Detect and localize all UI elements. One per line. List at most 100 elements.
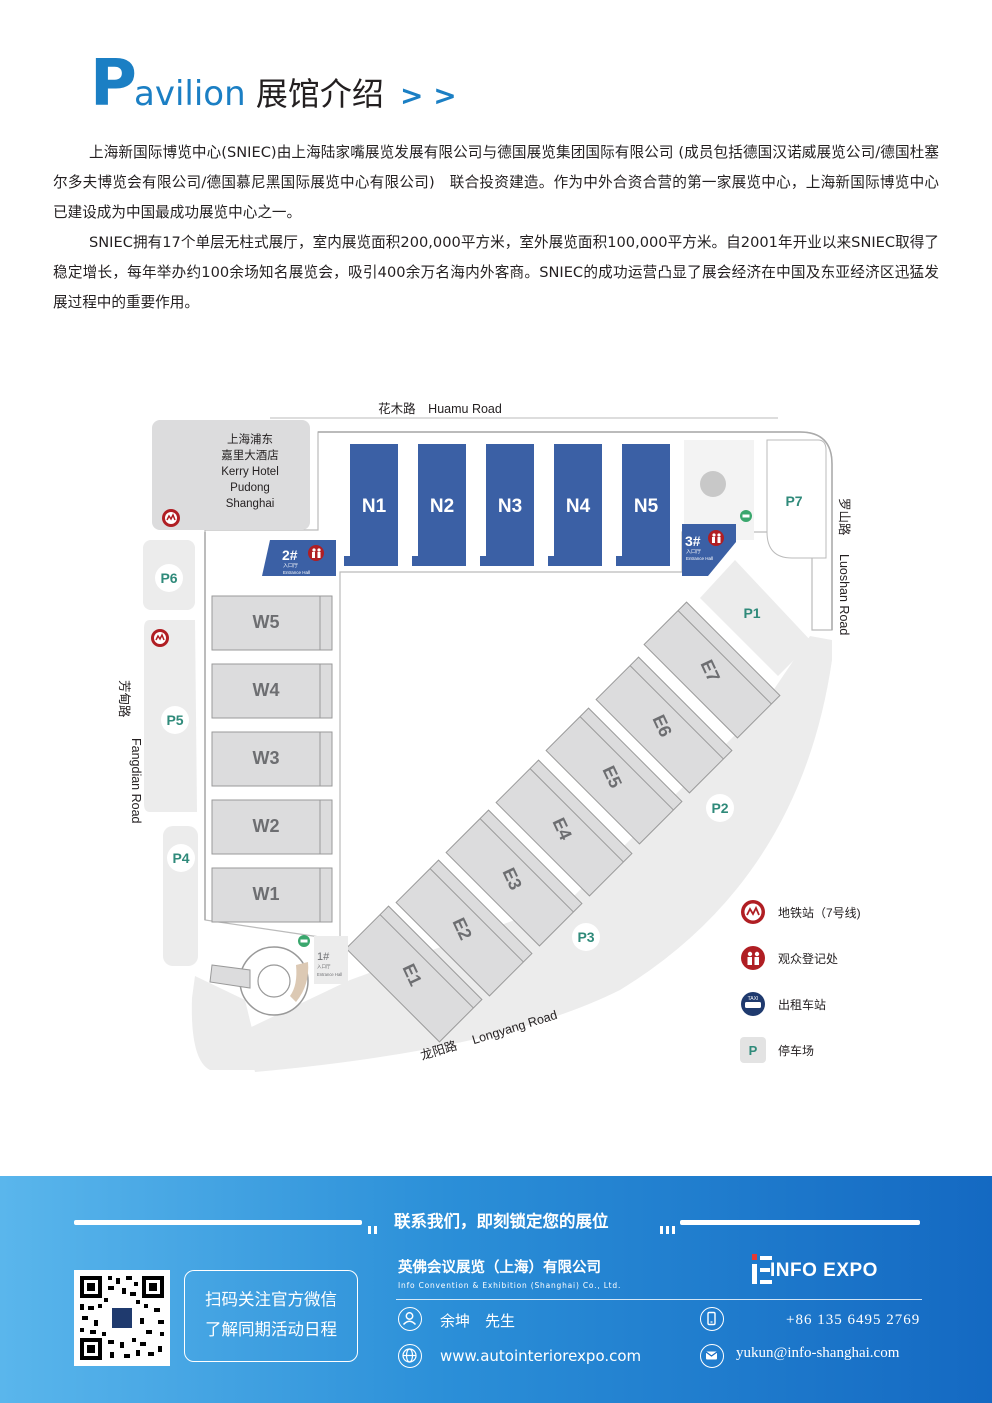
hall-w2-label: W2: [253, 816, 280, 836]
road-east-cn-label: 罗山路: [837, 498, 852, 536]
company-name-en: Info Convention & Exhibition (Shanghai) …: [398, 1281, 622, 1290]
hall-w4: [211, 663, 333, 719]
parking-p7-area: [766, 439, 827, 559]
entrance-1-en: Entrance Hall: [317, 972, 342, 977]
road-west-en-label: Fangdian Road: [129, 738, 143, 824]
hall-n3-label: N3: [498, 496, 522, 517]
intro-paragraph-2: SNIEC拥有17个单层无柱式展厅，室内展览面积200,000平方米，室外展览面…: [53, 234, 939, 311]
metro-icon: [741, 900, 765, 924]
entrance-3-number: 3#: [685, 533, 701, 549]
parking-labels: P1 P2 P3 P4 P5 P6 P7: [155, 493, 803, 951]
hall-w2: [211, 799, 333, 855]
hall-w5-label: W5: [253, 612, 280, 632]
hall-n2-label: N2: [430, 496, 454, 517]
entrance-2-cn: 入口厅: [283, 563, 298, 569]
east-halls: E7 E6 E5 E4 E3 E2 E1: [345, 601, 781, 1043]
entrance-1-number: 1#: [317, 951, 330, 963]
venue-map-svg: 上海浦东 嘉里大酒店 Kerry Hotel Pudong Shanghai N…: [117, 401, 861, 1072]
qr-note: 扫码关注官方微信 了解同期活动日程: [184, 1270, 358, 1362]
intro-text: 上海新国际博览中心(SNIEC)由上海陆家嘴展览发展有限公司与德国展览集团国际有…: [53, 138, 939, 318]
parking-icon: P: [740, 1037, 766, 1063]
divider-dots: [660, 1219, 678, 1238]
legend-parking-label: 停车场: [778, 1043, 814, 1058]
footer-slogan: 联系我们，即刻锁定您的展位: [394, 1212, 609, 1231]
venue-map: 上海浦东 嘉里大酒店 Kerry Hotel Pudong Shanghai N…: [0, 380, 992, 1100]
road-west-cn-label: 芳甸路: [117, 680, 132, 718]
hall-w4-label: W4: [253, 680, 280, 700]
north-halls: N1 N2 N3 N4 N5: [344, 444, 670, 566]
email-address[interactable]: yukun@info-shanghai.com: [736, 1345, 900, 1361]
hall-n2: [412, 444, 466, 566]
hall-n1: [344, 444, 398, 566]
hotel-line-1: 上海浦东: [227, 432, 273, 446]
taxi-icon: [298, 935, 310, 947]
visitor-registration-icon: [708, 530, 724, 546]
hotel-line-5: Shanghai: [226, 498, 275, 510]
divider: [680, 1220, 920, 1225]
hall-n4-label: N4: [566, 496, 591, 517]
contact-name: 余坤 先生: [440, 1312, 516, 1330]
hall-n1-label: N1: [362, 496, 387, 517]
info-expo-logo: [752, 1254, 772, 1288]
qr-note-line-2: 了解同期活动日程: [205, 1320, 337, 1339]
wechat-qr-code[interactable]: [74, 1270, 170, 1366]
parking-p4-label: P4: [172, 850, 189, 866]
hotel-line-4: Pudong: [230, 482, 270, 494]
hall-w3: [211, 731, 333, 787]
legend-metro-label: 地铁站（7号线): [778, 906, 861, 920]
parking-p1-area: [700, 560, 812, 676]
title-arrows: > >: [400, 79, 457, 112]
qr-note-line-1: 扫码关注官方微信: [205, 1290, 337, 1309]
person-icon: [398, 1307, 422, 1331]
legend-taxi-label: 出租车站: [778, 997, 826, 1012]
entrance-2-number: 2#: [282, 547, 298, 563]
hall-n3: [480, 444, 534, 566]
entrance-1-cn: 入口厅: [317, 964, 331, 970]
road-east-en-label: Luoshan Road: [837, 554, 851, 635]
parking-southwest-area: [191, 976, 262, 1070]
visitor-registration-icon: [741, 946, 765, 970]
company-name-cn: 英佛会议展览（上海）有限公司: [398, 1260, 601, 1276]
parking-p2-label: P2: [711, 800, 728, 816]
title-chinese: 展馆介绍: [255, 75, 384, 113]
email-icon: [700, 1344, 724, 1368]
logo-text: INFO EXPO: [770, 1260, 878, 1281]
page-title: avilion 展馆介绍 > >: [134, 74, 457, 116]
entrance-hall-1: 1# 入口厅 Entrance Hall: [314, 936, 348, 984]
title-initial: P: [90, 47, 137, 121]
divider: [396, 1299, 922, 1300]
hall-w5: [211, 595, 333, 651]
visitor-registration-icon: [308, 545, 324, 561]
parking-p3-label: P3: [577, 929, 594, 945]
entrance-3-cn: 入口厅: [686, 549, 701, 555]
hall-n4: [548, 444, 602, 566]
phone-icon: [700, 1307, 724, 1331]
parking-p6-label: P6: [160, 570, 177, 586]
hall-w1: [211, 867, 333, 923]
svg-text:TAXI: TAXI: [748, 996, 759, 1002]
parking-p5-label: P5: [166, 712, 183, 728]
entrance-hall-2: 2# 入口厅 Entrance Hall: [262, 540, 336, 576]
parking-p2-p3-area: [245, 636, 832, 1072]
hotel-line-2: 嘉里大酒店: [221, 448, 279, 462]
hotel-line-3: Kerry Hotel: [221, 466, 279, 478]
taxi-icon: TAXI: [741, 992, 765, 1016]
website-link[interactable]: www.autointeriorexpo.com: [440, 1347, 642, 1365]
road-north-label: 花木路 Huamu Road: [378, 401, 502, 416]
contact-footer: 联系我们，即刻锁定您的展位 扫码关注官方微信 了解同期活动日程 英佛会议展览（上…: [0, 1176, 992, 1403]
parking-p7-label: P7: [785, 493, 802, 509]
svg-text:P: P: [749, 1043, 758, 1058]
hall-n5-label: N5: [634, 496, 659, 517]
hall-w1-label: W1: [253, 884, 280, 904]
intro-paragraph-1: 上海新国际博览中心(SNIEC)由上海陆家嘴展览发展有限公司与德国展览集团国际有…: [53, 144, 939, 221]
entrance-hall-3: 3# 入口厅 Entrance Hall: [682, 524, 736, 576]
parking-p1-label: P1: [743, 605, 760, 621]
metro-icon: [162, 509, 180, 527]
globe-icon: [398, 1344, 422, 1368]
phone-number[interactable]: +86 135 6495 2769: [786, 1312, 921, 1328]
entrance-3-en: Entrance Hall: [686, 556, 713, 561]
taxi-icon: [740, 510, 752, 522]
title-english: avilion: [134, 74, 246, 114]
kerry-hotel-block: [152, 420, 310, 530]
divider-dots: [368, 1219, 380, 1238]
